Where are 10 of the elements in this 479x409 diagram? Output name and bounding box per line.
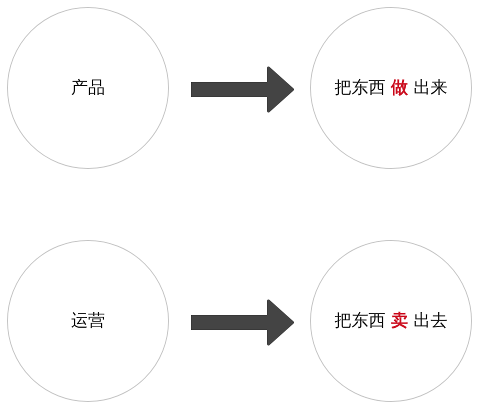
- node-text: 运营: [71, 310, 105, 332]
- circle-node: [7, 240, 169, 402]
- node-text: 把东西 卖 出去: [334, 310, 448, 332]
- node-text: 把东西 做 出来: [334, 78, 448, 98]
- circle-node: [310, 240, 472, 402]
- arrow: [191, 66, 294, 112]
- arrow: [191, 300, 294, 346]
- node-text: 产品: [71, 78, 105, 98]
- circle-node: [310, 7, 472, 169]
- circle-node: [7, 7, 169, 169]
